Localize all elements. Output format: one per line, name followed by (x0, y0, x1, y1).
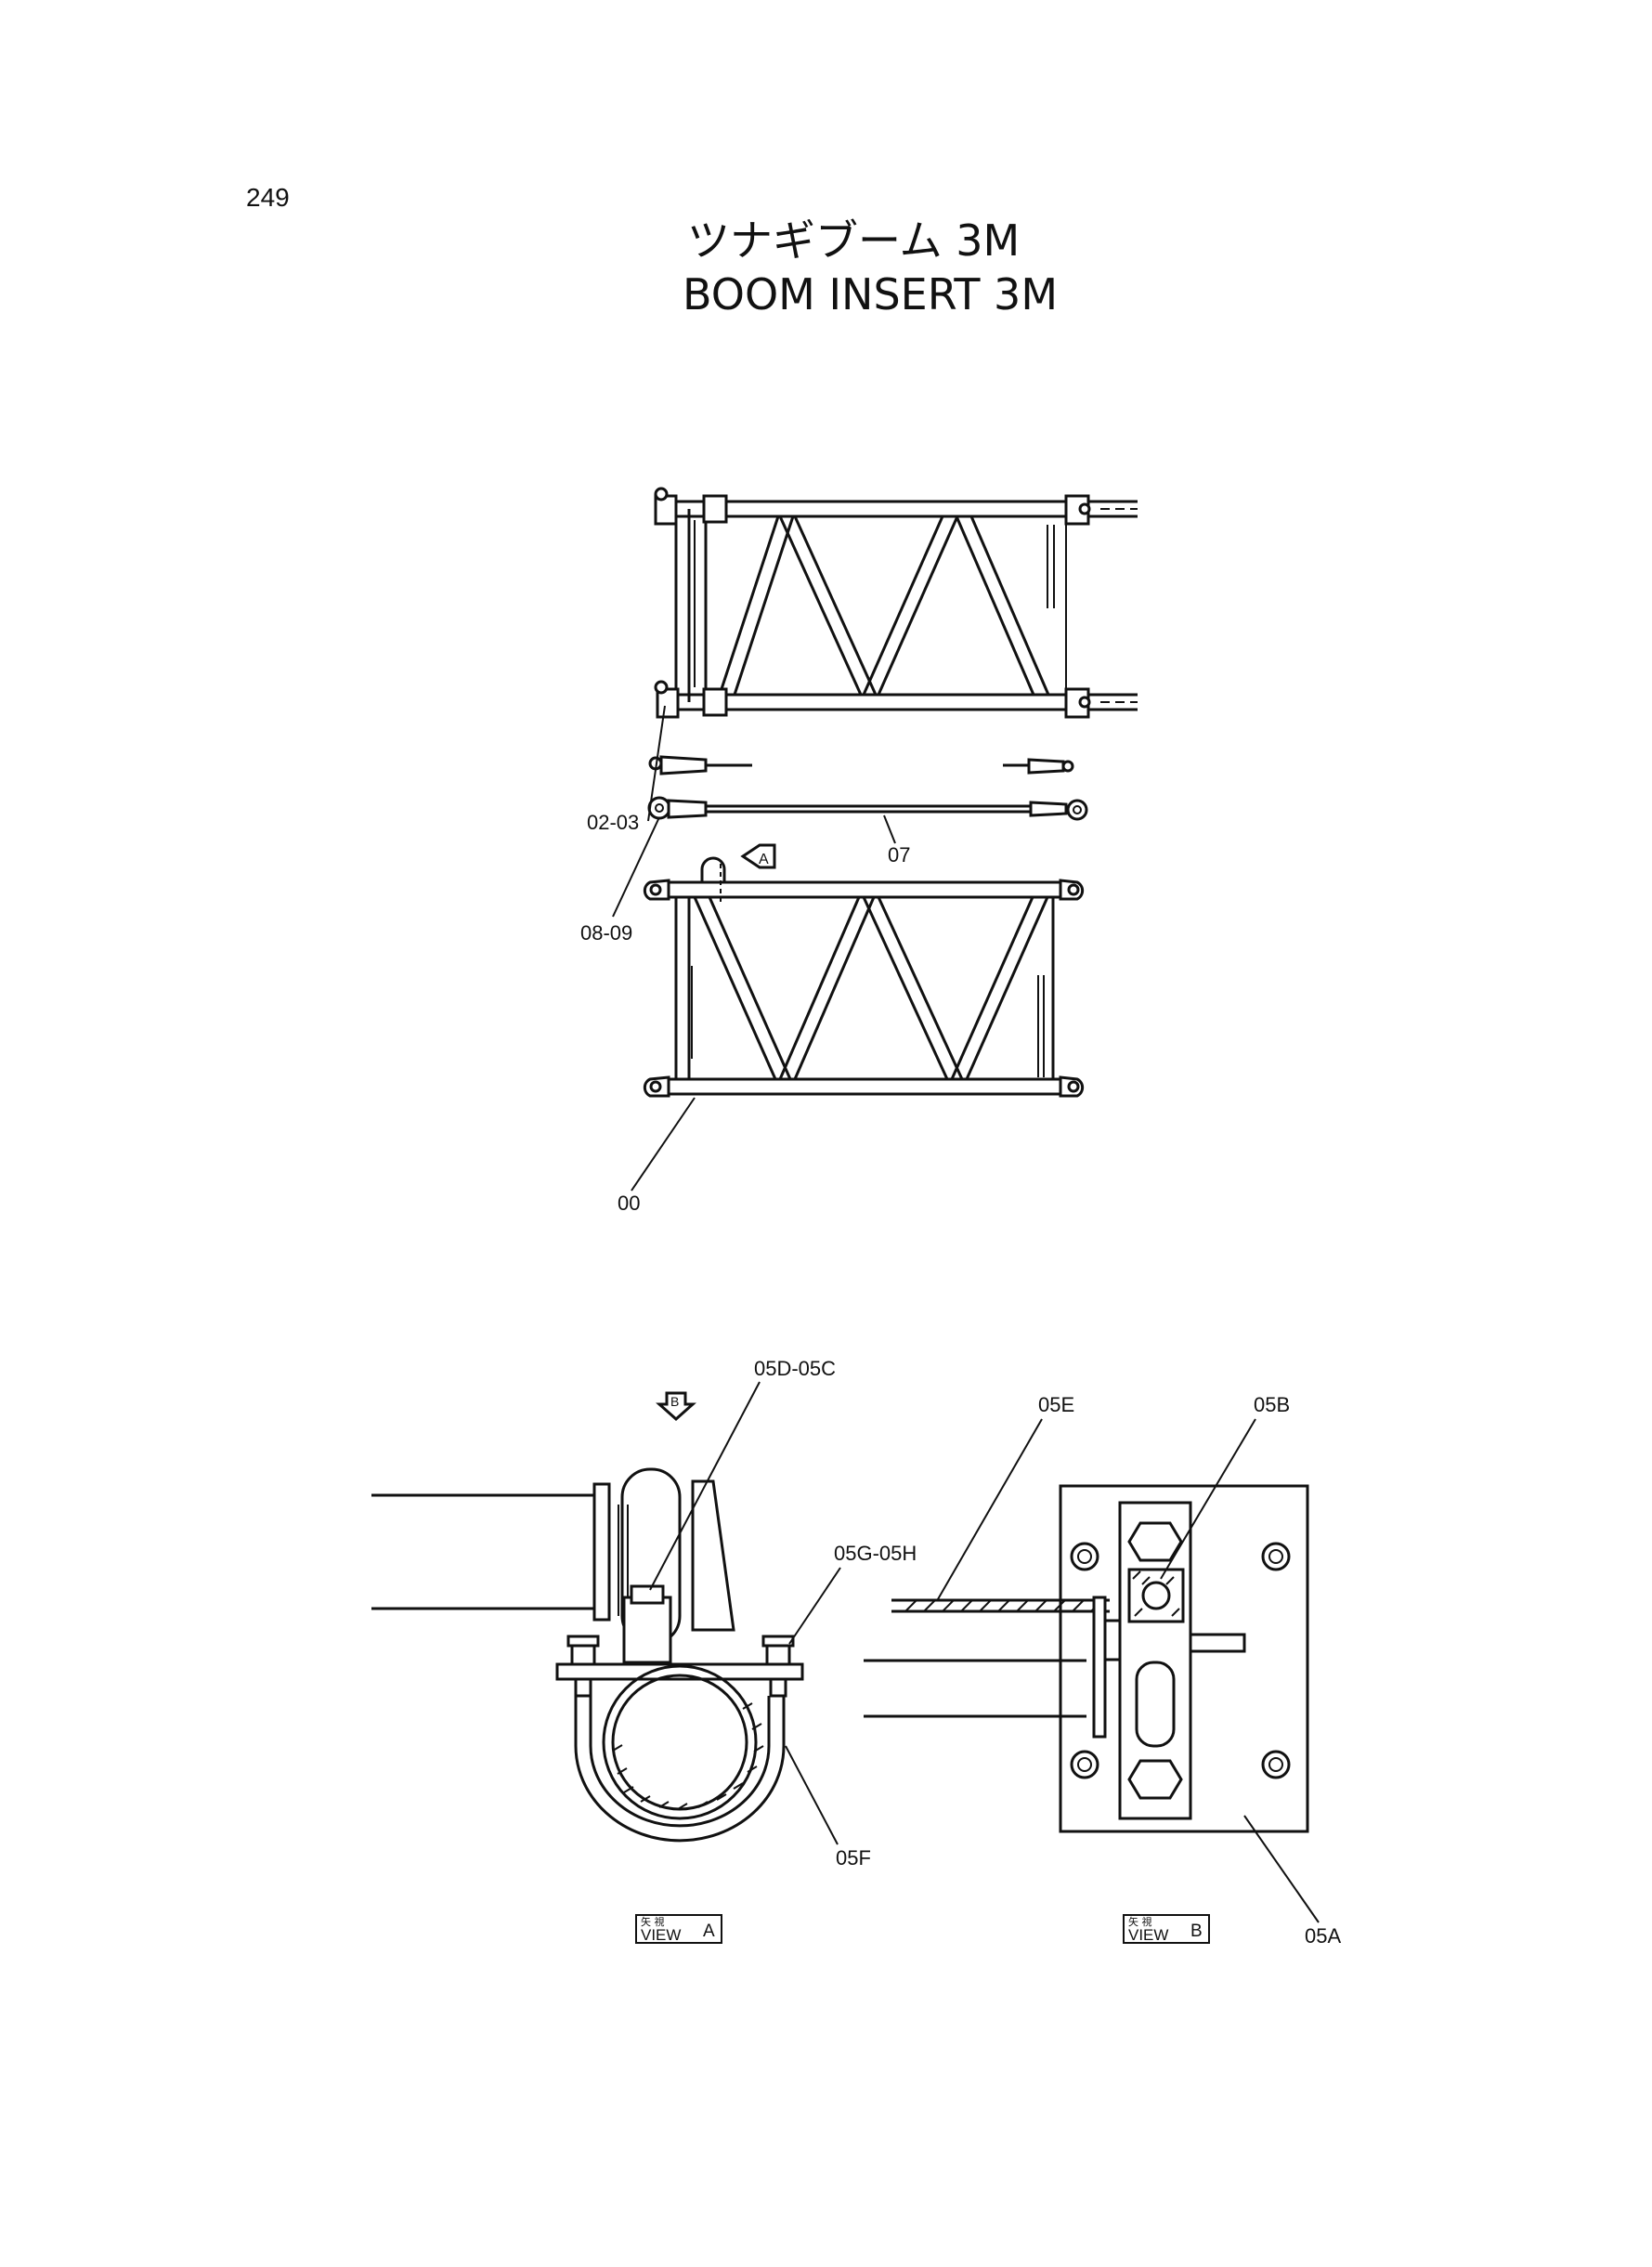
view-a-label: 矢 視 VIEW A (635, 1914, 722, 1944)
view-a-detail: B (371, 1391, 804, 1843)
page-number: 249 (246, 183, 290, 212)
callout-pin-label: 08-09 (580, 921, 632, 945)
view-b-label: 矢 視 VIEW B (1123, 1914, 1210, 1944)
svg-text:B: B (1190, 1922, 1203, 1941)
lower-boom-frame (643, 856, 1085, 1098)
callout-ubolt-label: 05F (836, 1846, 871, 1870)
connecting-rod-pieces (648, 755, 1074, 775)
pendant-cable (647, 796, 1088, 821)
upper-boom-frame (654, 487, 1138, 719)
callout-bearing-label: 05B (1254, 1393, 1290, 1416)
svg-text:A: A (759, 852, 769, 867)
callout-bracket-bolt-label: 05D-05C (754, 1357, 836, 1380)
callout-plate-label: 05A (1305, 1924, 1341, 1948)
title-japanese: ツナギブーム 3M (687, 215, 1020, 266)
svg-text:VIEW: VIEW (1128, 1926, 1168, 1944)
svg-text:矢 視: 矢 視 (641, 1915, 665, 1928)
svg-text:A: A (703, 1922, 715, 1941)
callout-frame-label: 00 (618, 1192, 640, 1215)
svg-text:VIEW: VIEW (641, 1926, 681, 1944)
view-a-arrow: A (740, 843, 776, 869)
view-b-detail (864, 1484, 1309, 1833)
callout-cable-label: 07 (888, 843, 910, 866)
svg-text:B: B (670, 1394, 679, 1409)
callout-joint-label: 02-03 (587, 811, 639, 834)
title-english: BOOM INSERT 3M (683, 269, 1058, 319)
callout-ubolt-nut-label: 05G-05H (834, 1542, 917, 1565)
svg-text:矢 視: 矢 視 (1128, 1915, 1152, 1928)
callout-shaft-label: 05E (1038, 1393, 1074, 1416)
